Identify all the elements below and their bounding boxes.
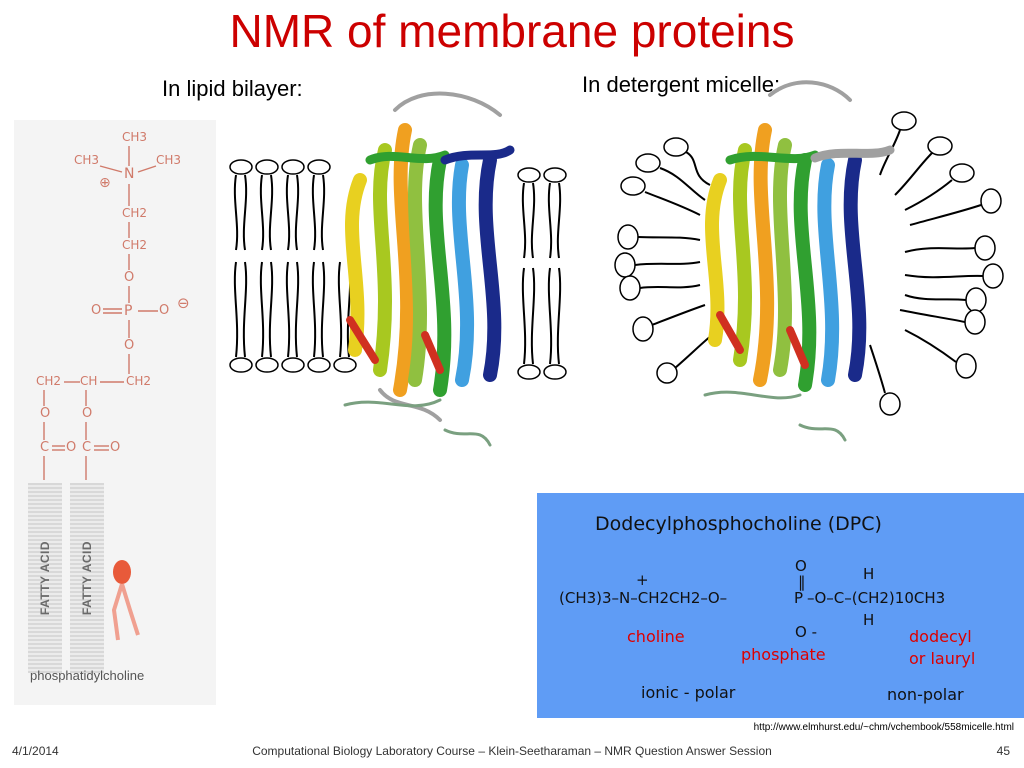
dpc-double-bond: ‖ — [798, 573, 806, 591]
dpc-label-non-polar: non-polar — [887, 685, 964, 704]
pc-bond-lines — [43, 146, 158, 641]
dpc-oxygen-top: O — [795, 557, 807, 575]
pc-carbonyl-o-left: O — [66, 440, 77, 455]
footer-date: 4/1/2014 — [12, 744, 59, 758]
lipid-head-tail-icon — [111, 560, 140, 641]
dpc-plus-charge: + — [636, 571, 649, 589]
pc-oxygen-double: O — [91, 303, 102, 318]
phosphatidylcholine-diagram: CH3 CH3 CH3 N ⊕ CH2 CH2 O O P O ⊖ O CH2 … — [14, 120, 216, 705]
pc-ch2-1: CH2 — [122, 206, 148, 220]
dpc-oxygen-bottom: O - — [795, 623, 817, 641]
dpc-label-lauryl: or lauryl — [909, 649, 976, 668]
dpc-phosphorus: P — [794, 589, 804, 607]
fatty-acid-chain-right: FATTY ACID — [70, 483, 104, 673]
pc-glycerol-ch2-right: CH2 — [126, 374, 152, 388]
pc-ch3-left: CH3 — [74, 153, 100, 167]
fatty-acid-label-right: FATTY ACID — [80, 540, 94, 616]
pc-ch3-right: CH3 — [156, 153, 182, 167]
dpc-hydrogen-bottom: H — [863, 611, 875, 629]
pc-ester-o-left: O — [40, 406, 51, 421]
lipid-bilayer-illustration — [229, 159, 567, 380]
dpc-formula-tail: –O–C–(CH2)10CH3 — [807, 589, 946, 607]
pc-plus-charge: ⊕ — [99, 175, 111, 191]
pc-oxygen-1: O — [124, 270, 135, 285]
protein-in-micelle — [703, 80, 895, 442]
footer-course: Computational Biology Laboratory Course … — [252, 744, 772, 758]
dpc-title: Dodecylphosphocholine (DPC) — [595, 513, 882, 535]
dpc-label-phosphate: phosphate — [741, 645, 826, 664]
slide-title: NMR of membrane proteins — [229, 5, 795, 57]
pc-nitrogen: N — [124, 166, 135, 182]
pc-phosphorus: P — [124, 303, 133, 319]
source-url: http://www.elmhurst.edu/~chm/vchembook/5… — [753, 722, 1014, 733]
pc-ch2-2: CH2 — [122, 238, 148, 252]
dpc-label-dodecyl: dodecyl — [909, 627, 972, 646]
pc-carbonyl-c-right: C — [82, 440, 92, 455]
dpc-label-ionic-polar: ionic - polar — [641, 683, 736, 702]
pc-minus-charge: ⊖ — [177, 294, 190, 312]
dpc-label-choline: choline — [627, 627, 685, 646]
pc-glycerol-ch2-left: CH2 — [36, 374, 62, 388]
protein-in-bilayer — [343, 91, 515, 447]
fatty-acid-chain-left: FATTY ACID — [28, 483, 62, 673]
phosphatidylcholine-caption: phosphatidylcholine — [30, 668, 145, 683]
pc-oxygen-4: O — [124, 338, 135, 353]
pc-ester-o-right: O — [82, 406, 93, 421]
dpc-hydrogen-top: H — [863, 565, 875, 583]
dpc-structure-panel: Dodecylphosphocholine (DPC) + O ‖ H (CH3… — [537, 493, 1024, 718]
detergent-micelle-illustration — [614, 111, 1004, 416]
pc-glycerol-ch: CH — [80, 374, 98, 388]
pc-ch3-top: CH3 — [122, 130, 148, 144]
pc-carbonyl-c-left: C — [40, 440, 50, 455]
label-lipid-bilayer: In lipid bilayer: — [162, 76, 303, 101]
pc-oxygen-3: O — [159, 303, 170, 318]
label-detergent-micelle: In detergent micelle: — [582, 72, 781, 97]
fatty-acid-label-left: FATTY ACID — [38, 540, 52, 616]
pc-carbonyl-o-right: O — [110, 440, 121, 455]
footer-page-number: 45 — [996, 744, 1010, 758]
dpc-formula-lead: (CH3)3–N–CH2CH2–O– — [559, 589, 728, 607]
